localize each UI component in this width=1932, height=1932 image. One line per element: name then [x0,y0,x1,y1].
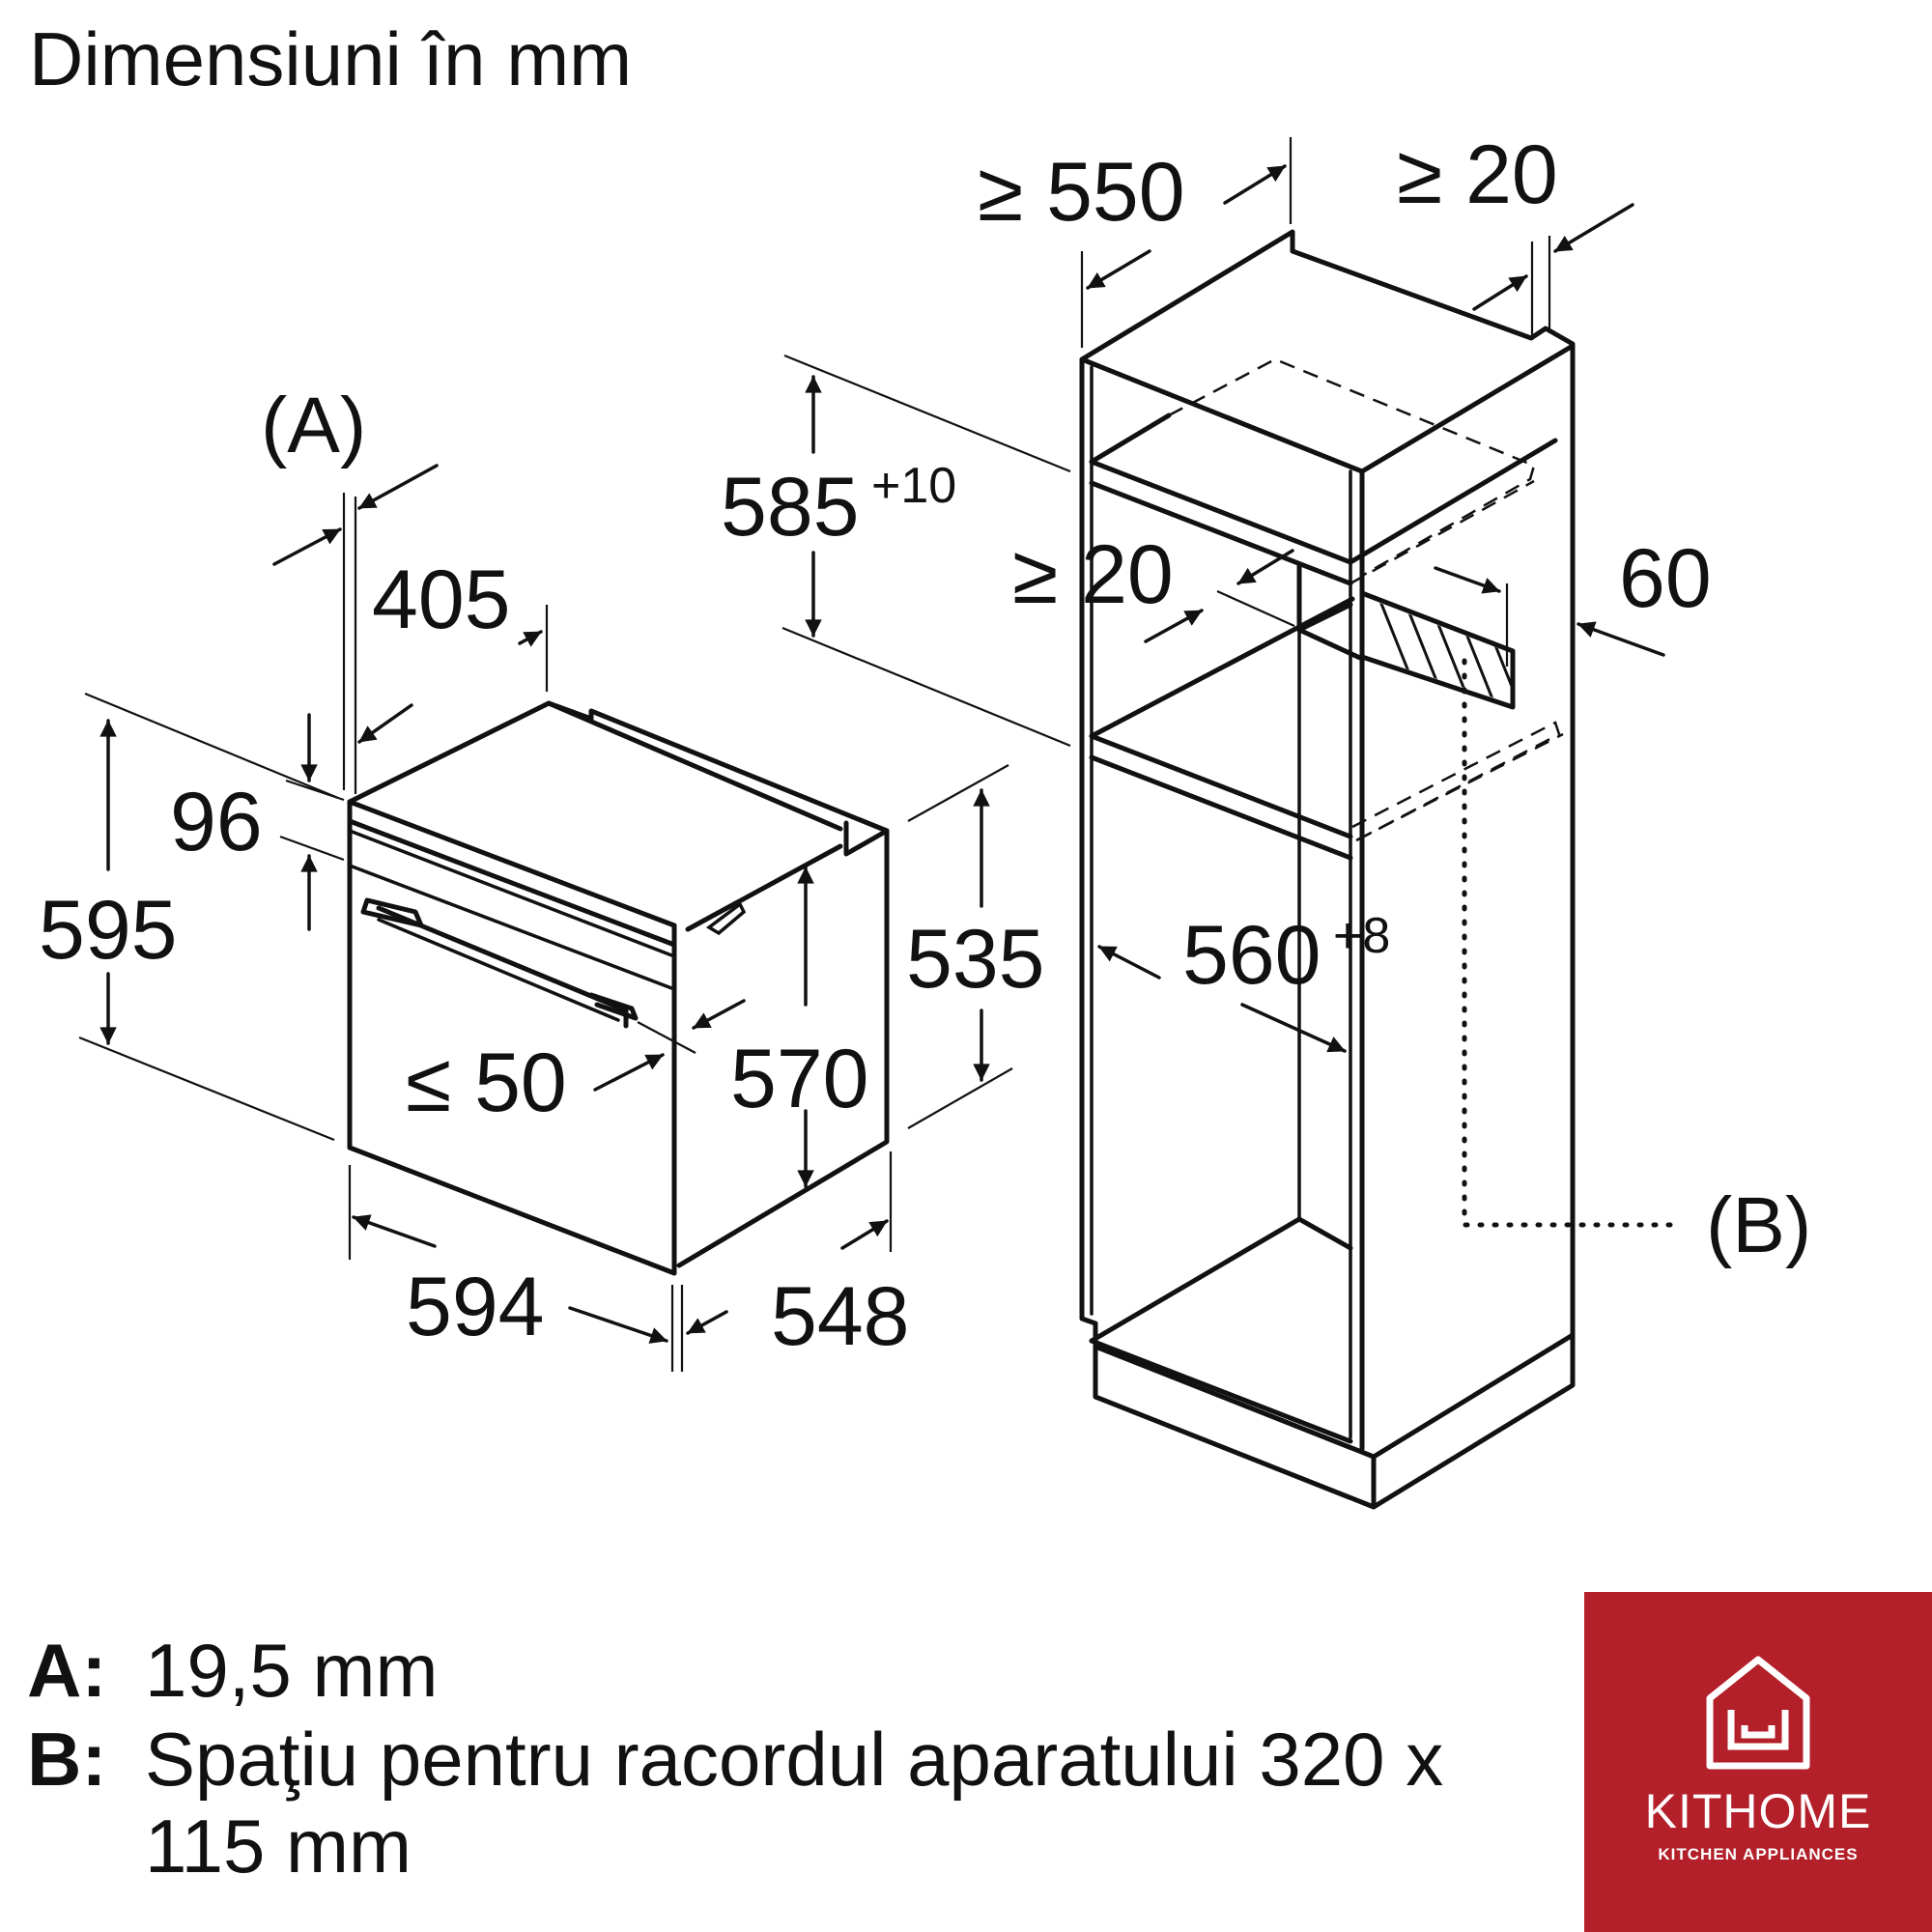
kithome-logo: KITHOME KITCHEN APPLIANCES [1584,1592,1932,1932]
dim-560-tolerance: +8 [1333,908,1390,964]
legend-b-text: Spaţiu pentru racordul aparatului 320 x [145,1717,1444,1802]
dim-594: 594 [406,1261,545,1353]
legend-a: A:19,5 mm [27,1633,438,1708]
dim-ge-20-mid: ≥ 20 [1012,528,1174,621]
label-b: (B) [1706,1181,1811,1269]
logo-name: KITHOME [1644,1784,1872,1838]
dim-535: 535 [906,913,1045,1006]
oven-drawing [347,700,890,1276]
dimension-labels: (A) 405 96 595 ≤ 50 570 535 594 548 ≥ 55… [39,128,1811,1363]
dim-60: 60 [1619,532,1712,625]
label-a: (A) [261,382,366,469]
cabinet-drawing [1079,229,1686,1510]
dim-le-50: ≤ 50 [406,1037,567,1129]
legend-b: B:Spaţiu pentru racordul aparatului 320 … [27,1721,1443,1797]
page-title: Dimensiuni în mm [29,16,633,101]
dim-ge-550: ≥ 550 [978,146,1185,239]
dimension-lines [78,137,1665,1372]
dim-560: 560 [1182,909,1321,1002]
legend-b-text-2: 115 mm [145,1804,412,1889]
dim-405: 405 [372,554,511,646]
dim-585-tolerance: +10 [871,458,956,514]
dim-96: 96 [170,776,263,868]
dim-585: 585 [721,461,860,554]
dim-ge-20-top: ≥ 20 [1397,128,1558,221]
logo-tagline: KITCHEN APPLIANCES [1658,1845,1859,1863]
dim-595: 595 [39,884,178,977]
legend-b-key: B: [27,1717,107,1802]
dim-548: 548 [771,1270,910,1363]
house-icon [1706,1656,1810,1770]
legend-a-text: 19,5 mm [145,1628,439,1713]
legend-a-key: A: [27,1628,107,1713]
dim-570: 570 [730,1033,869,1125]
